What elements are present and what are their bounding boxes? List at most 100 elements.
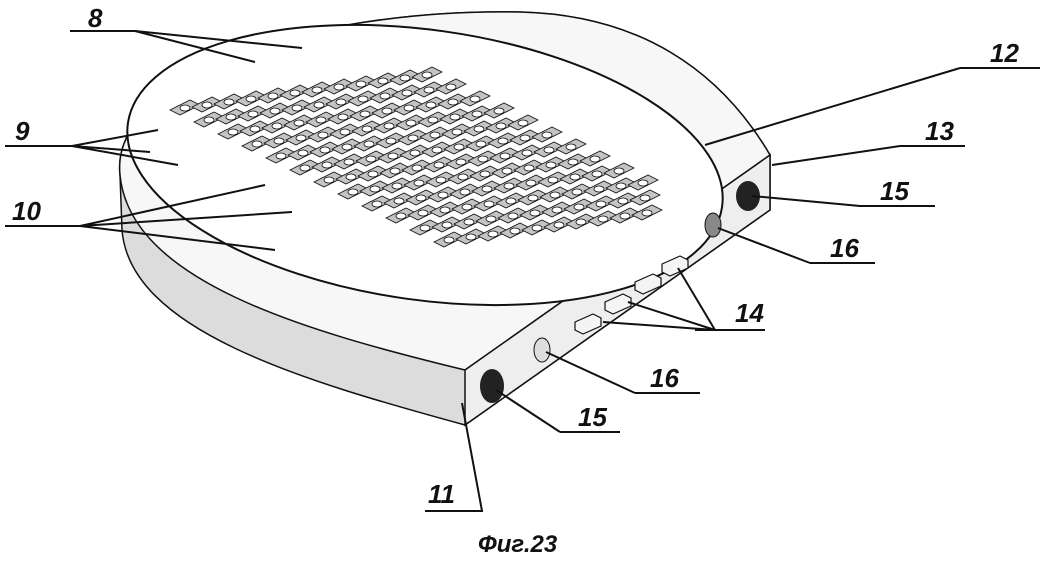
tile-contact	[344, 159, 354, 165]
tile-contact	[464, 219, 474, 225]
tile-contact	[532, 225, 542, 231]
tile-contact	[358, 96, 368, 102]
tile-contact	[576, 219, 586, 225]
tile-contact	[496, 123, 506, 129]
tile-contact	[432, 147, 442, 153]
indicator-16-lower	[534, 338, 550, 362]
tile-contact	[436, 177, 446, 183]
tile-contact	[298, 150, 308, 156]
tile-contact	[320, 147, 330, 153]
tile-contact	[300, 165, 310, 171]
tile-contact	[568, 159, 578, 165]
tile-contact	[486, 216, 496, 222]
tile-contact	[364, 141, 374, 147]
tile-contact	[522, 150, 532, 156]
tile-contact	[246, 96, 256, 102]
tile-contact	[440, 207, 450, 213]
tile-contact	[614, 168, 624, 174]
tile-contact	[550, 192, 560, 198]
tile-contact	[402, 90, 412, 96]
tile-contact	[360, 111, 370, 117]
tile-contact	[378, 78, 388, 84]
tile-contact	[424, 87, 434, 93]
tile-contact	[554, 222, 564, 228]
tile-contact	[228, 129, 238, 135]
tile-contact	[546, 162, 556, 168]
tile-contact	[456, 159, 466, 165]
tile-contact	[476, 141, 486, 147]
tile-contact	[460, 189, 470, 195]
label-15-upper: 15	[880, 176, 909, 206]
tile-contact	[290, 90, 300, 96]
tile-contact	[472, 111, 482, 117]
tile-contact	[406, 120, 416, 126]
tile-contact	[422, 72, 432, 78]
figure-caption: Фиг.23	[478, 531, 558, 558]
tile-contact	[616, 183, 626, 189]
tile-contact	[276, 153, 286, 159]
tile-contact	[484, 201, 494, 207]
tile-contact	[642, 210, 652, 216]
tile-contact	[316, 117, 326, 123]
tile-contact	[620, 213, 630, 219]
tile-contact	[520, 135, 530, 141]
tile-contact	[390, 168, 400, 174]
tile-contact	[426, 102, 436, 108]
tile-contact	[526, 180, 536, 186]
tile-contact	[224, 99, 234, 105]
tile-contact	[594, 186, 604, 192]
tile-contact	[446, 84, 456, 90]
label-15-lower: 15	[578, 402, 607, 432]
tile-contact	[596, 201, 606, 207]
label-13: 13	[925, 116, 954, 146]
tile-contact	[504, 183, 514, 189]
tile-contact	[270, 108, 280, 114]
tile-contact	[294, 120, 304, 126]
tile-contact	[480, 171, 490, 177]
tile-contact	[204, 117, 214, 123]
indicator-16-upper	[705, 213, 721, 237]
tile-contact	[572, 189, 582, 195]
tile-contact	[488, 231, 498, 237]
tile-contact	[574, 204, 584, 210]
tile-contact	[274, 138, 284, 144]
label-10: 10	[12, 196, 41, 226]
tile-contact	[346, 174, 356, 180]
tile-contact	[414, 180, 424, 186]
tile-contact	[366, 156, 376, 162]
tile-contact	[552, 207, 562, 213]
tile-contact	[180, 105, 190, 111]
label-9: 9	[15, 116, 30, 146]
tile-contact	[528, 195, 538, 201]
tile-contact	[524, 165, 534, 171]
tile-contact	[338, 114, 348, 120]
tile-contact	[362, 126, 372, 132]
tile-contact	[388, 153, 398, 159]
tile-contact	[452, 129, 462, 135]
tile-contact	[394, 198, 404, 204]
label-11: 11	[428, 479, 455, 509]
tile-contact	[618, 198, 628, 204]
tile-contact	[482, 186, 492, 192]
tile-contact	[444, 237, 454, 243]
tile-contact	[544, 147, 554, 153]
label-16-upper: 16	[830, 233, 859, 263]
label-14: 14	[735, 298, 764, 328]
tile-contact	[570, 174, 580, 180]
tile-contact	[342, 144, 352, 150]
tile-contact	[470, 96, 480, 102]
tile-contact	[370, 186, 380, 192]
tile-contact	[324, 177, 334, 183]
tile-contact	[462, 204, 472, 210]
label-12: 12	[990, 38, 1019, 68]
tile-contact	[434, 162, 444, 168]
tile-contact	[410, 150, 420, 156]
tile-contact	[498, 138, 508, 144]
tile-contact	[448, 99, 458, 105]
tile-contact	[252, 141, 262, 147]
tile-contact	[566, 144, 576, 150]
tile-contact	[454, 144, 464, 150]
tile-contact	[318, 132, 328, 138]
